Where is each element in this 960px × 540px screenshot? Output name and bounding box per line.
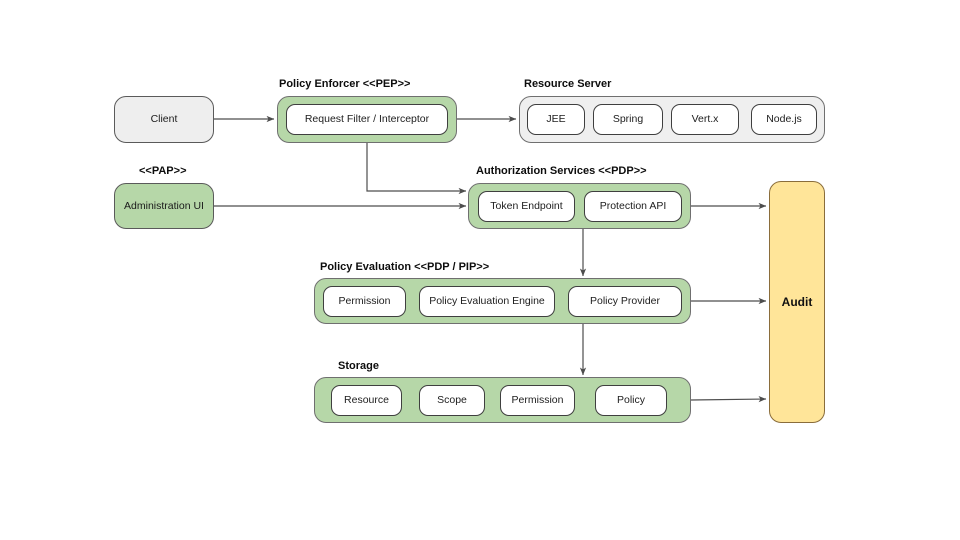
node-token-endpoint[interactable]: Token Endpoint xyxy=(478,191,575,222)
node-request-filter-interceptor[interactable]: Request Filter / Interceptor xyxy=(286,104,448,135)
node-storage-permission[interactable]: Permission xyxy=(500,385,575,416)
group-title-policy-enforcer: Policy Enforcer <<PEP>> xyxy=(279,78,411,90)
group-title-pap: <<PAP>> xyxy=(139,165,187,177)
group-title-resource-server: Resource Server xyxy=(524,78,612,90)
group-title-policy-evaluation: Policy Evaluation <<PDP / PIP>> xyxy=(320,261,490,273)
node-storage-policy[interactable]: Policy xyxy=(595,385,667,416)
node-administration-ui[interactable]: Administration UI xyxy=(114,183,214,229)
node-resource-server-spring[interactable]: Spring xyxy=(593,104,663,135)
node-resource-server-nodejs[interactable]: Node.js xyxy=(751,104,817,135)
node-storage-scope[interactable]: Scope xyxy=(419,385,485,416)
node-client[interactable]: Client xyxy=(114,96,214,143)
node-audit[interactable]: Audit xyxy=(769,181,825,423)
connector-pep-to-authorization-services xyxy=(366,143,467,195)
node-resource-server-vertx[interactable]: Vert.x xyxy=(671,104,739,135)
node-policy-evaluation-engine[interactable]: Policy Evaluation Engine xyxy=(419,286,555,317)
group-title-authorization-services: Authorization Services <<PDP>> xyxy=(476,165,647,177)
node-storage-resource[interactable]: Resource xyxy=(331,385,402,416)
node-policy-provider[interactable]: Policy Provider xyxy=(568,286,682,317)
group-title-storage: Storage xyxy=(338,360,379,372)
connector-storage-to-audit xyxy=(690,395,767,403)
node-protection-api[interactable]: Protection API xyxy=(584,191,682,222)
node-permission-evaluation[interactable]: Permission xyxy=(323,286,406,317)
node-resource-server-jee[interactable]: JEE xyxy=(527,104,585,135)
